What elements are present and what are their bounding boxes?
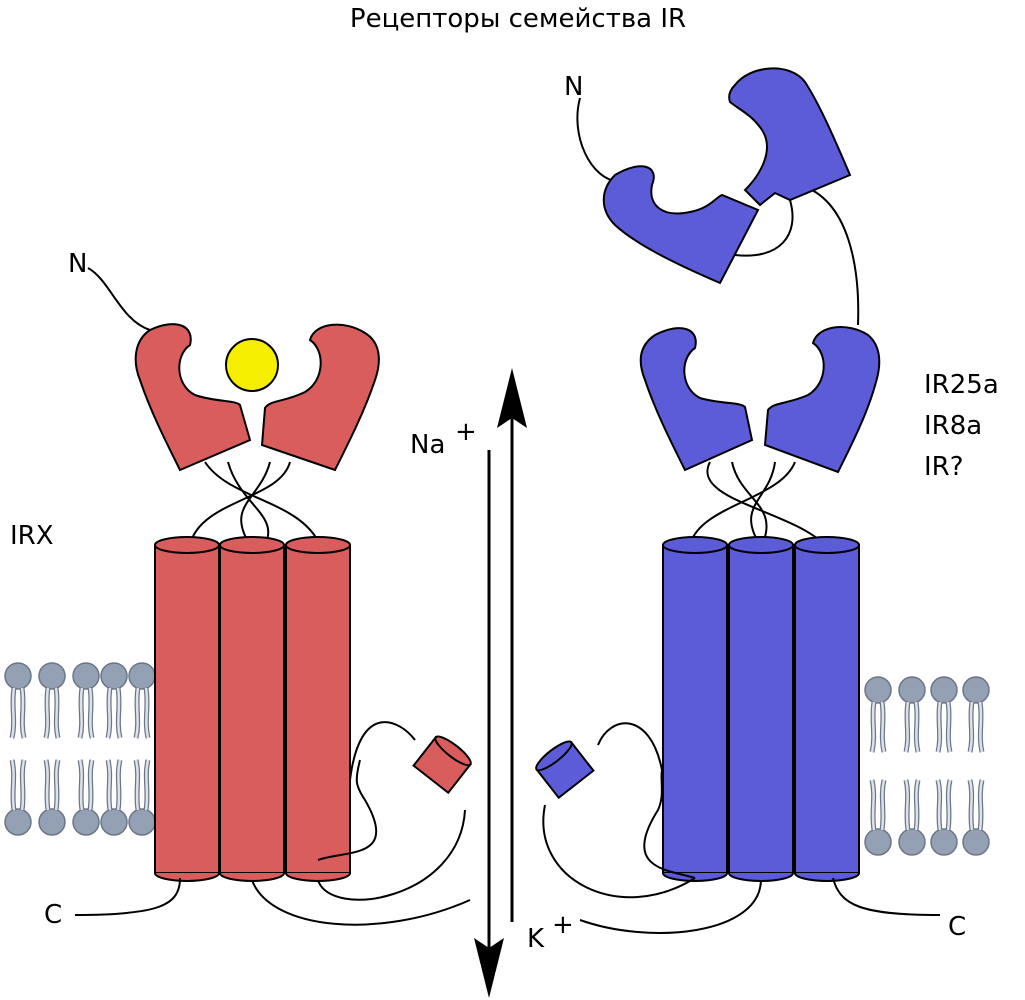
left-receptor-name: IRX (10, 521, 54, 551)
potassium-ion-label: K (527, 924, 545, 954)
ligand-odorant (225, 338, 279, 392)
left-n-tail (87, 267, 151, 331)
arrow-up-head (497, 368, 527, 428)
left-lobe-right (260, 323, 380, 472)
right-membrane (865, 677, 989, 855)
potassium-charge-label: + (552, 910, 574, 940)
left-c-terminus-label: C (44, 900, 62, 930)
arrow-down-head (474, 938, 504, 998)
right-lobe-left (639, 327, 754, 472)
right-c-terminus-label: C (948, 912, 966, 942)
left-receptor (74, 267, 472, 926)
ion-flow-arrows (474, 368, 527, 998)
right-n-tail (576, 97, 621, 183)
sodium-charge-label: + (455, 417, 477, 447)
right-c-tail (832, 877, 941, 916)
right-receptor-name-3: IR? (924, 452, 964, 482)
right-receptor-name-2: IR8a (924, 411, 982, 441)
right-tm-helices (662, 536, 860, 882)
left-membrane (5, 663, 155, 835)
right-lobe-right (763, 326, 881, 474)
right-receptor-name-1: IR25a (924, 370, 999, 400)
sodium-ion-label: Na (410, 430, 445, 460)
right-atd-lobe-1 (602, 165, 760, 285)
left-n-terminus-label: N (68, 249, 87, 279)
right-pore-helix (535, 740, 595, 800)
right-receptor (535, 67, 941, 934)
right-atd-lobe-2 (728, 67, 852, 207)
right-n-terminus-label: N (564, 72, 583, 102)
diagram-title: Рецепторы семейства IR (350, 4, 686, 34)
left-pore-helix (412, 735, 472, 795)
left-c-tail (74, 877, 181, 916)
left-lobe-left (134, 323, 252, 472)
left-tm-helices (154, 536, 351, 882)
